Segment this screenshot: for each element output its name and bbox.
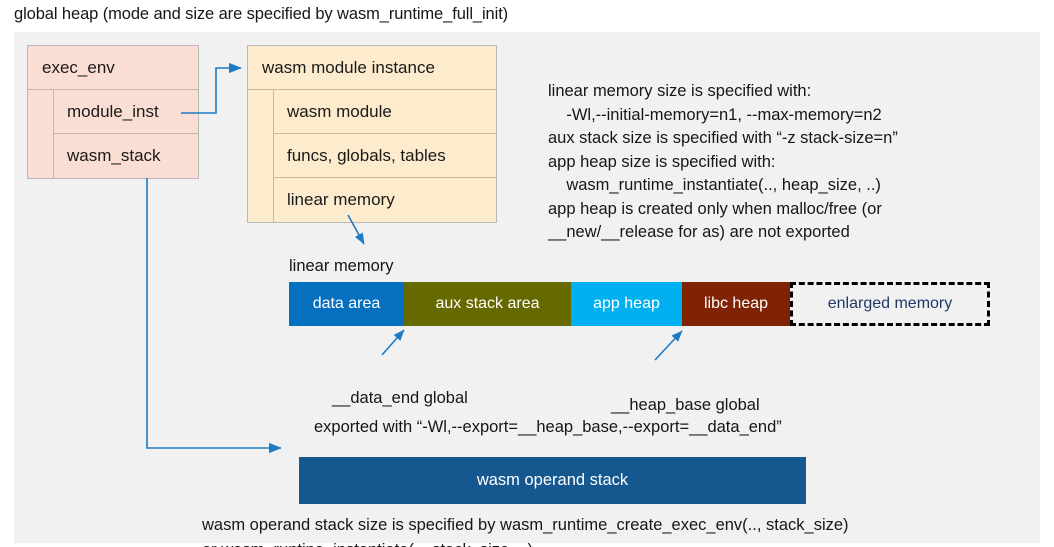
memory-segment-enlarged-memory: enlarged memory — [790, 282, 990, 326]
page-title: global heap (mode and size are specified… — [14, 5, 509, 23]
linear-memory-note: linear memory size is specified with: -W… — [548, 82, 898, 241]
wasm-module-instance-gutter — [248, 90, 274, 222]
linear-memory-label: linear memory — [289, 257, 394, 275]
field-wasm-module: wasm module — [274, 90, 496, 134]
memory-segment-app-heap: app heap — [571, 282, 682, 326]
wasm-module-instance-box: wasm module instance wasm module funcs, … — [247, 45, 497, 223]
annotation-data-end-global: __data_end global — [332, 389, 468, 407]
wasm-module-instance-row-column: wasm module funcs, globals, tables linea… — [274, 90, 496, 222]
field-linear-memory: linear memory — [287, 190, 395, 209]
exec-env-header: exec_env — [28, 46, 198, 90]
operand-stack-note: wasm operand stack size is specified by … — [202, 516, 849, 547]
memory-segment-data-area: data area — [289, 282, 404, 326]
exec-env-field-module-inst: module_inst — [54, 90, 198, 134]
wasm-module-instance-header: wasm module instance — [248, 46, 496, 90]
exec-env-gutter — [28, 90, 54, 178]
exec-env-field-wasm-stack: wasm_stack — [67, 146, 161, 165]
exec-env-rows: module_inst wasm_stack — [28, 90, 198, 178]
wasm-operand-stack-box: wasm operand stack — [299, 457, 806, 504]
memory-segment-libc-heap: libc heap — [682, 282, 790, 326]
diagram-panel: exec_env module_inst wasm_stack wasm mod… — [14, 32, 1040, 547]
wasm-module-instance-rows: wasm module funcs, globals, tables linea… — [248, 90, 496, 222]
memory-segment-aux-stack-area: aux stack area — [404, 282, 571, 326]
annotation-exported-with: exported with “-Wl,--export=__heap_base,… — [314, 418, 782, 436]
linear-memory-bar: data area aux stack area app heap libc h… — [289, 282, 990, 326]
field-funcs-globals-tables: funcs, globals, tables — [274, 134, 496, 178]
annotation-heap-base-global: __heap_base global — [611, 396, 760, 414]
exec-env-row-column: module_inst wasm_stack — [54, 90, 198, 178]
exec-env-box: exec_env module_inst wasm_stack — [27, 45, 199, 179]
